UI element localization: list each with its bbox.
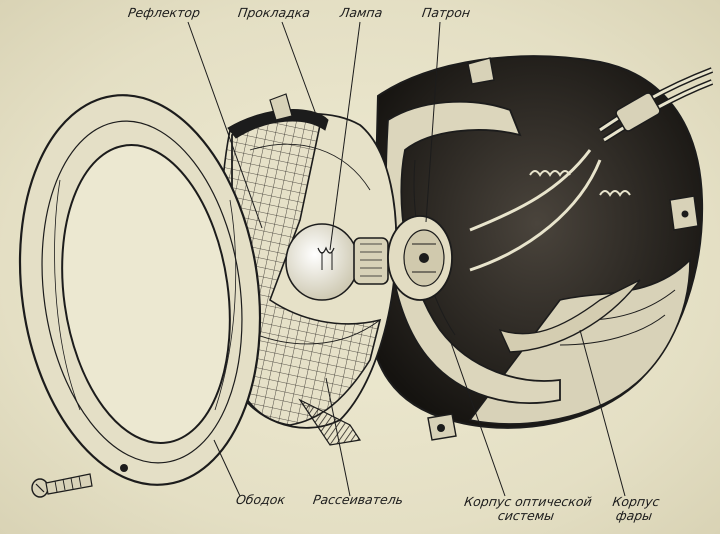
label-optical-system-housing: Корпус оптической системы [450,494,604,523]
label-gasket: Прокладка [237,5,312,20]
rim [18,94,262,486]
label-diffuser: Рассеиватель [312,492,405,507]
label-headlight-housing: Корпус фары [603,494,667,523]
wiring [469,67,714,272]
screw [31,473,93,498]
label-headlight-housing-line2: фары [614,508,654,523]
label-lamp: Лампа [339,5,384,20]
label-optical-system-housing-line1: Корпус оптической [463,494,593,509]
label-optical-system-housing-line2: системы [496,508,556,523]
label-socket: Патрон [421,5,472,20]
socket [387,215,453,301]
label-rim: Ободок [235,492,287,507]
label-headlight-housing-line1: Корпус [611,494,661,509]
leader-lines [187,21,626,497]
lamp [285,223,389,301]
label-reflector: Рефлектор [127,5,202,20]
gasket [227,93,362,446]
